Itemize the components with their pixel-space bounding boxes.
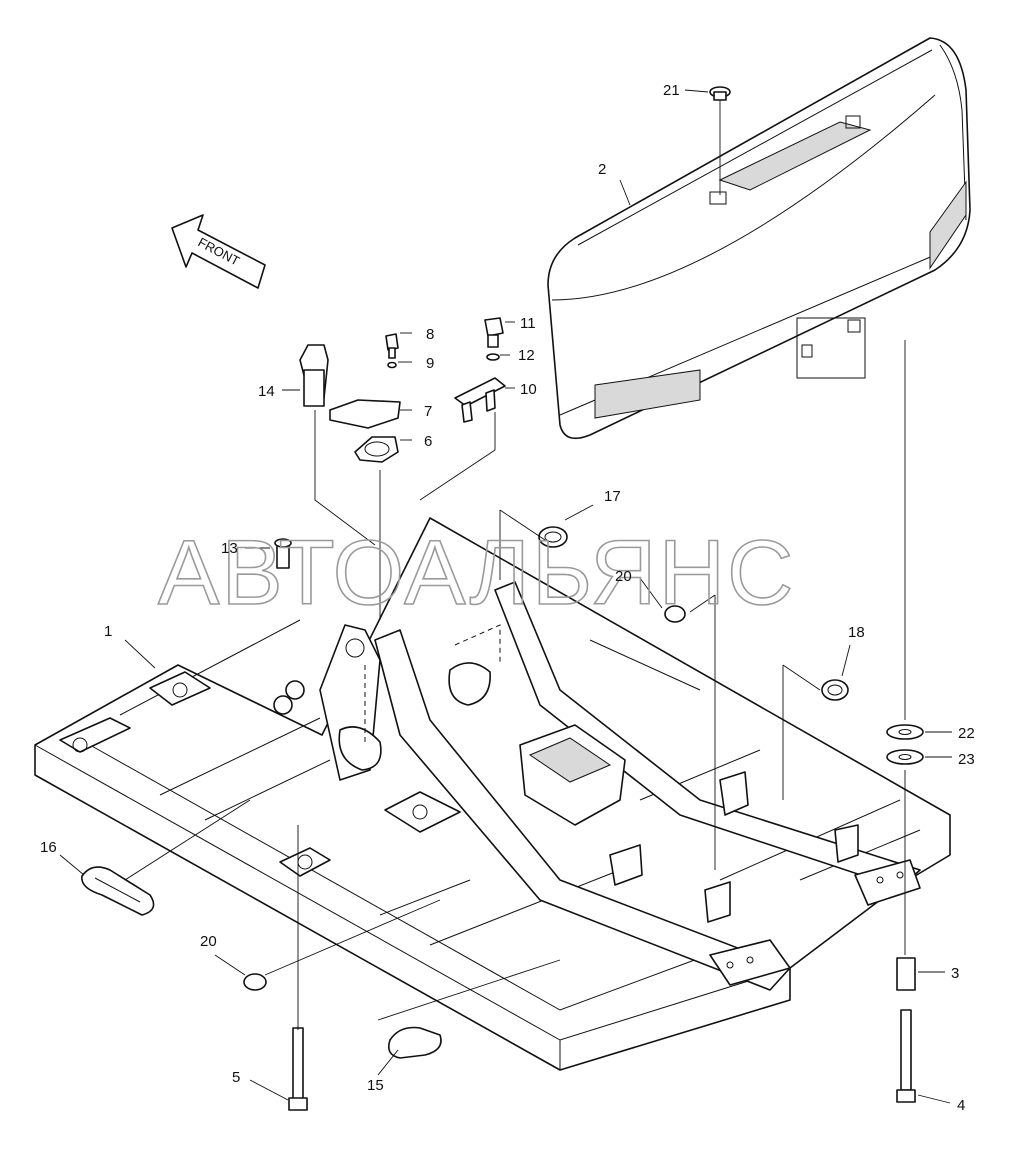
callout-21: 21 — [663, 82, 680, 99]
callout-2: 2 — [598, 161, 606, 178]
counterweight — [547, 37, 971, 440]
callout-17: 17 — [604, 488, 621, 505]
leader-lines — [59, 89, 952, 1104]
callout-12: 12 — [518, 347, 535, 364]
callout-20-lower: 20 — [200, 933, 217, 950]
callout-20-upper: 20 — [615, 568, 632, 585]
callout-10: 10 — [520, 381, 537, 398]
callout-18: 18 — [848, 624, 865, 641]
front-arrow: FRONT — [171, 214, 266, 289]
callout-13: 13 — [221, 540, 238, 557]
small-parts — [81, 86, 924, 1111]
callout-14: 14 — [258, 383, 275, 400]
callout-16: 16 — [40, 839, 57, 856]
callout-4: 4 — [957, 1097, 965, 1114]
callout-15: 15 — [367, 1077, 384, 1094]
callout-11: 11 — [520, 315, 536, 332]
callout-3: 3 — [951, 965, 959, 982]
callout-6: 6 — [424, 433, 432, 450]
watermark: АВТОАЛЬЯНС — [158, 522, 796, 624]
callout-22: 22 — [958, 725, 975, 742]
frame-assembly — [34, 517, 951, 1071]
callout-1: 1 — [104, 623, 112, 640]
callout-23: 23 — [958, 751, 975, 768]
callout-9: 9 — [426, 355, 434, 372]
callout-labels: 1 2 3 4 5 6 7 8 9 10 11 12 13 14 15 16 1… — [40, 82, 975, 1114]
callout-5: 5 — [232, 1069, 240, 1086]
callout-8: 8 — [426, 326, 434, 343]
callout-7: 7 — [424, 403, 432, 420]
